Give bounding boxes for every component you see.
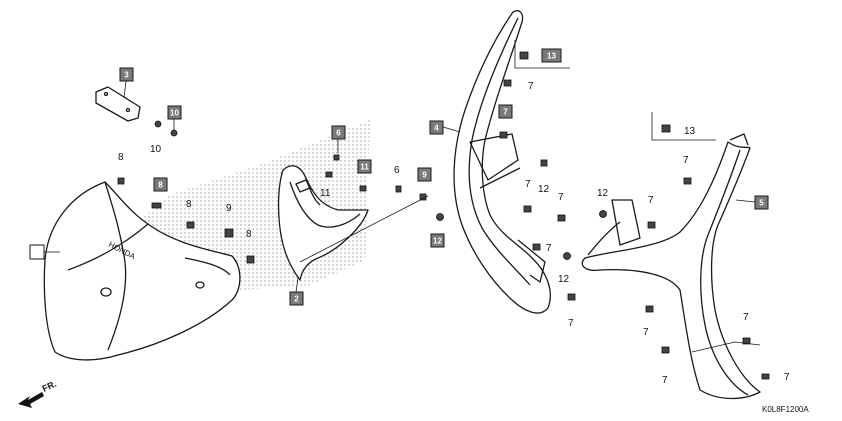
side-cover-part-4 <box>453 10 551 314</box>
part-label-6: 6 <box>331 125 346 140</box>
bracket-line-13b <box>651 112 716 141</box>
clip-11a <box>325 171 333 178</box>
bracket-part-3 <box>95 86 141 122</box>
part-label-13-a: 13 <box>541 48 562 63</box>
svg-text:2: 2 <box>294 295 299 304</box>
clip-7b <box>499 131 508 139</box>
callout-7-d: 7 <box>546 243 552 254</box>
clip-8d <box>246 255 255 264</box>
svg-text:13: 13 <box>684 126 696 137</box>
part-label-4: 4 <box>429 120 444 135</box>
svg-text:10: 10 <box>170 109 179 118</box>
callout-7-g: 7 <box>648 195 654 206</box>
callout-8-a: 8 <box>118 152 124 163</box>
clip-12b <box>436 213 444 221</box>
part-label-9: 9 <box>417 167 432 182</box>
clip-11b <box>359 185 367 192</box>
clip-8a <box>117 177 125 185</box>
svg-text:5: 5 <box>759 199 764 208</box>
part-label-8: 8 <box>153 177 168 192</box>
part-label-7: 7 <box>498 104 513 119</box>
clip-6b <box>395 185 402 193</box>
front-cover: HONDA <box>43 181 241 361</box>
callout-7-k: 7 <box>784 372 790 383</box>
callout-7-i: 7 <box>662 375 668 386</box>
part-label-10: 10 <box>167 105 182 120</box>
clip-13b <box>661 124 671 133</box>
front-direction-arrow: FR. <box>18 379 58 408</box>
callout-8-c: 8 <box>246 229 252 240</box>
svg-text:13: 13 <box>547 52 556 61</box>
clip-12d <box>599 210 607 218</box>
svg-text:12: 12 <box>433 237 442 246</box>
callout-8-b: 8 <box>186 199 192 210</box>
svg-text:8: 8 <box>158 181 163 190</box>
clip-7i <box>645 305 654 313</box>
svg-text:7: 7 <box>503 108 508 117</box>
diagram-code: K0L8F1200A <box>762 405 809 414</box>
svg-text:6: 6 <box>336 129 341 138</box>
callout-12-b: 12 <box>558 274 570 285</box>
inner-cover-part-2 <box>277 165 369 281</box>
callout-12-a: 12 <box>538 184 550 195</box>
clip-10b <box>170 129 178 137</box>
callout-7-a: 7 <box>528 81 534 92</box>
callout-9: 9 <box>226 203 232 214</box>
clip-7g <box>683 177 692 185</box>
clip-7j <box>661 346 670 354</box>
clip-6a <box>333 154 340 161</box>
clip-13a <box>519 51 529 60</box>
part-label-3: 3 <box>119 67 134 82</box>
clip-7f <box>567 293 576 301</box>
callout-7-j: 7 <box>743 312 749 323</box>
clip-7e <box>532 243 541 251</box>
part-label-1-empty <box>29 244 45 260</box>
clip-7d <box>557 214 566 222</box>
bracket-line-13a <box>514 40 570 69</box>
svg-text:3: 3 <box>124 71 129 80</box>
clip-7a <box>503 79 512 87</box>
callout-10: 10 <box>150 144 162 155</box>
svg-text:11: 11 <box>360 163 369 172</box>
clip-7c <box>523 205 532 213</box>
part-label-2: 2 <box>289 291 304 306</box>
callout-7-f: 7 <box>683 155 689 166</box>
clip-9 <box>224 228 234 238</box>
callout-7-b: 7 <box>525 179 531 190</box>
clip-9b <box>419 193 427 201</box>
part-label-5: 5 <box>754 195 769 210</box>
clip-7l <box>761 373 770 380</box>
svg-text:FR.: FR. <box>41 379 58 394</box>
clip-12a <box>540 159 548 167</box>
clip-7h <box>647 221 656 229</box>
clip-12c <box>563 252 571 260</box>
callout-6: 6 <box>394 165 400 176</box>
svg-text:4: 4 <box>434 124 439 133</box>
svg-text:9: 9 <box>422 171 427 180</box>
clip-10a <box>154 120 162 128</box>
callout-7-h: 7 <box>643 327 649 338</box>
callout-7-e: 7 <box>568 318 574 329</box>
callout-12-c: 12 <box>597 188 609 199</box>
clip-8c <box>186 221 195 229</box>
part-label-11: 11 <box>357 159 372 174</box>
callout-7-c: 7 <box>558 192 564 203</box>
clip-8b <box>151 202 162 209</box>
part-label-12: 12 <box>430 233 445 248</box>
part-label-13-b: 13 <box>684 126 696 137</box>
clip-7k <box>742 337 751 345</box>
callout-11: 11 <box>320 188 331 199</box>
main-cover-part-5 <box>581 133 761 400</box>
